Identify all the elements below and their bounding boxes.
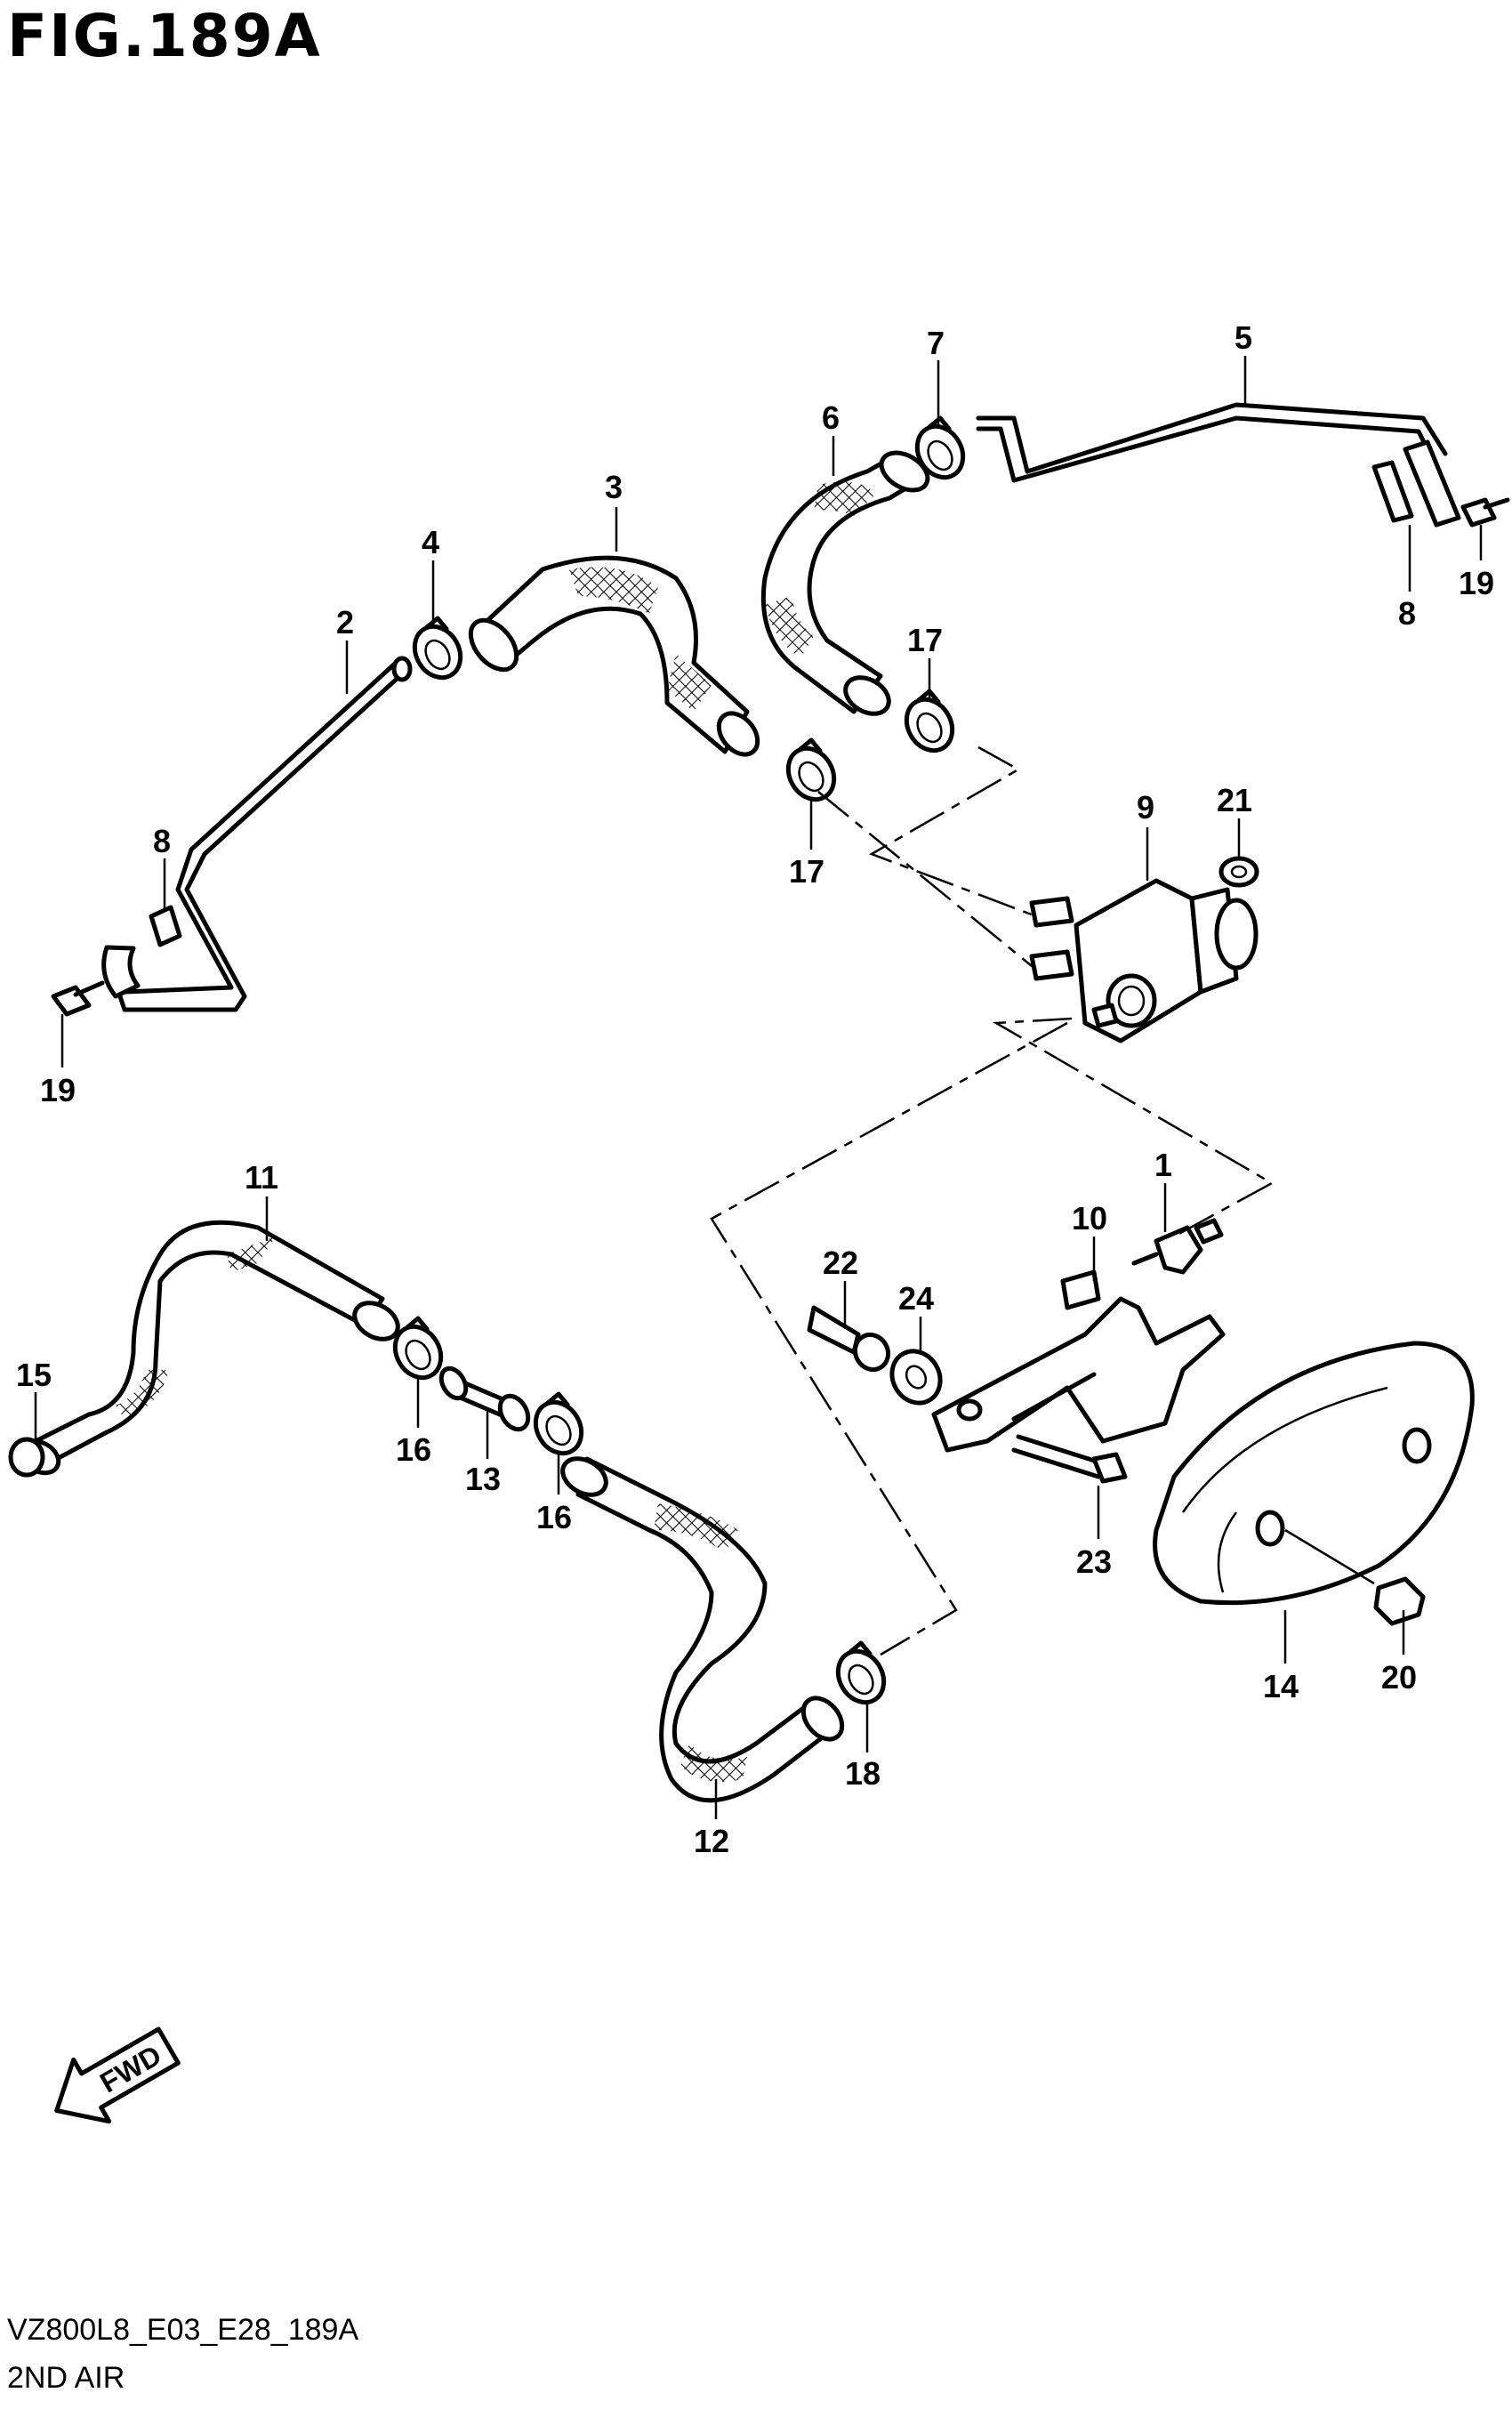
callout-3: 3 xyxy=(605,469,623,505)
callout-2: 2 xyxy=(336,604,354,641)
callout-16b: 16 xyxy=(536,1499,572,1535)
hose-3 xyxy=(468,555,760,757)
hose-6 xyxy=(760,450,930,716)
callout-17a: 17 xyxy=(907,622,943,658)
callout-16a: 16 xyxy=(396,1431,431,1468)
figure-title: FIG.189A xyxy=(7,2,322,70)
callout-21: 21 xyxy=(1217,782,1252,818)
callout-5: 5 xyxy=(1235,319,1252,356)
callout-1: 1 xyxy=(1154,1147,1172,1183)
clamp-18 xyxy=(835,1640,887,1705)
callout-10: 10 xyxy=(1072,1200,1107,1237)
callout-15: 15 xyxy=(16,1357,52,1393)
callout-8b: 8 xyxy=(1398,595,1416,632)
callout-6: 6 xyxy=(822,399,840,436)
callout-19a: 19 xyxy=(40,1072,76,1108)
bolt-23 xyxy=(1011,1434,1128,1484)
callout-17b: 17 xyxy=(789,853,824,890)
guide-lines xyxy=(710,745,1275,1656)
clamp-16-right xyxy=(533,1391,584,1456)
callout-24: 24 xyxy=(898,1280,934,1317)
callout-4: 4 xyxy=(422,524,439,560)
callout-11: 11 xyxy=(245,1159,278,1196)
callouts: 1 2 3 4 5 6 7 8 8 9 10 11 12 13 14 15 16… xyxy=(16,319,1494,1859)
section-name: 2ND AIR xyxy=(7,2361,125,2395)
fwd-arrow: FWD xyxy=(54,2026,181,2124)
washer-21 xyxy=(1218,856,1259,888)
callout-18: 18 xyxy=(845,1755,881,1792)
valve-9 xyxy=(1029,878,1259,1043)
clip-15 xyxy=(8,1437,45,1478)
clamp-17-lower xyxy=(785,737,837,802)
callout-9: 9 xyxy=(1137,789,1154,826)
bolt-19-right xyxy=(1460,497,1510,528)
callout-14: 14 xyxy=(1263,1668,1299,1704)
callout-22: 22 xyxy=(823,1245,858,1281)
pipe-2 xyxy=(101,656,413,1012)
bolt-19-left xyxy=(51,980,105,1017)
joint-13 xyxy=(438,1366,531,1432)
cover-14 xyxy=(1153,1341,1475,1606)
callout-13: 13 xyxy=(465,1461,501,1497)
clamp-17-upper xyxy=(904,689,955,753)
diagram-code: VZ800L8_E03_E28_189A xyxy=(7,2313,359,2347)
leader-lines xyxy=(34,356,1483,1819)
hose-11 xyxy=(19,1220,400,1476)
callout-19b: 19 xyxy=(1459,565,1494,601)
grommet-24 xyxy=(889,1349,943,1406)
callout-12: 12 xyxy=(694,1823,729,1859)
callout-7: 7 xyxy=(927,325,945,361)
callout-20: 20 xyxy=(1381,1659,1417,1696)
bracket-10 xyxy=(931,1269,1226,1453)
hose-12 xyxy=(560,1456,845,1803)
clamp-4 xyxy=(412,616,463,681)
pipe-5 xyxy=(976,402,1461,528)
sensor-1 xyxy=(1131,1218,1224,1275)
nut-20 xyxy=(1373,1576,1426,1626)
callout-8a: 8 xyxy=(153,823,171,859)
clamp-16-left xyxy=(392,1316,444,1381)
pin-22 xyxy=(807,1305,891,1373)
callout-23: 23 xyxy=(1076,1543,1112,1580)
clamp-7 xyxy=(914,415,966,480)
